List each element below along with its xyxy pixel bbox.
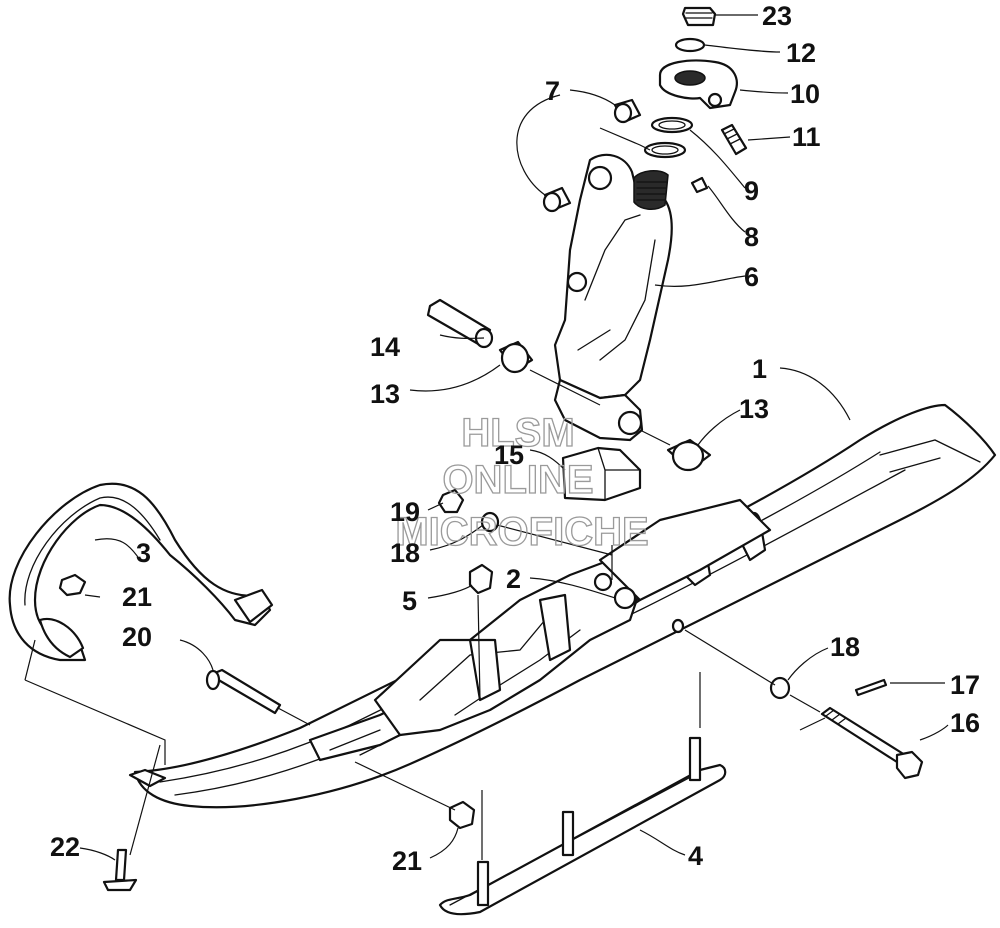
spindle-pin <box>426 298 494 349</box>
callout-19: 19 <box>390 497 420 527</box>
washer-small <box>480 511 500 533</box>
callout-17: 17 <box>950 670 980 700</box>
pivot-bolt <box>820 706 924 780</box>
callout-23: 23 <box>762 1 792 31</box>
callout-20: 20 <box>122 622 152 652</box>
ski-spindle <box>553 153 673 442</box>
watermark-line-3: MICROFICHE <box>395 510 648 554</box>
pivot-bushing-right <box>666 438 712 472</box>
set-screw <box>690 176 709 194</box>
callout-11: 11 <box>792 122 821 152</box>
wear-bar <box>438 736 727 916</box>
ski-tip-screw <box>102 848 138 892</box>
callout-3: 3 <box>136 538 151 568</box>
callout-21-lower: 21 <box>392 846 422 876</box>
callout-8: 8 <box>744 222 759 252</box>
ski-bracket <box>373 498 772 737</box>
bushing-lower <box>542 186 572 213</box>
watermark-line-2: ONLINE <box>442 458 593 502</box>
bracket-bushing <box>613 586 637 610</box>
loop-nut <box>58 573 87 597</box>
watermark: HLSM ONLINE MICROFICHE <box>395 410 650 554</box>
callout-12: 12 <box>786 38 816 68</box>
loop-bolt <box>205 668 282 715</box>
bushing-upper <box>613 98 642 124</box>
callout-18-lower: 18 <box>830 632 860 662</box>
callout-21-upper: 21 <box>122 582 152 612</box>
ski-loop <box>8 482 274 662</box>
callout-6: 6 <box>744 262 759 292</box>
callout-16: 16 <box>950 708 980 738</box>
callout-5: 5 <box>402 586 417 616</box>
watermark-line-1: HLSM <box>461 411 574 455</box>
thrust-washer-lower <box>643 141 687 159</box>
callout-10: 10 <box>790 79 820 109</box>
callout-22: 22 <box>50 832 80 862</box>
callout-4: 4 <box>688 841 703 871</box>
steering-arm-clamp <box>658 59 738 110</box>
snap-ring <box>674 37 706 53</box>
callout-13-right: 13 <box>739 394 769 424</box>
clamp-bolt <box>720 123 748 156</box>
callout-labels: 23 12 10 11 7 9 8 6 14 13 1 13 15 19 18 … <box>50 1 980 876</box>
callout-14: 14 <box>370 332 400 362</box>
callout-1: 1 <box>752 354 767 384</box>
lock-nut <box>468 563 494 595</box>
runner-nut <box>448 800 476 830</box>
callout-13-left: 13 <box>370 379 400 409</box>
washer-large <box>769 676 791 700</box>
callout-9: 9 <box>744 176 759 206</box>
callout-15: 15 <box>494 440 524 470</box>
callout-2: 2 <box>506 564 521 594</box>
cap-plug <box>681 6 717 27</box>
pivot-bushing-left <box>498 340 534 374</box>
leader-lines <box>24 14 949 861</box>
lock-nut-small <box>437 488 465 514</box>
callout-7: 7 <box>545 76 560 106</box>
callout-18-upper: 18 <box>390 538 420 568</box>
ski-bumper <box>561 446 642 502</box>
cotter-pin <box>854 678 888 697</box>
thrust-washer-upper <box>650 116 694 134</box>
